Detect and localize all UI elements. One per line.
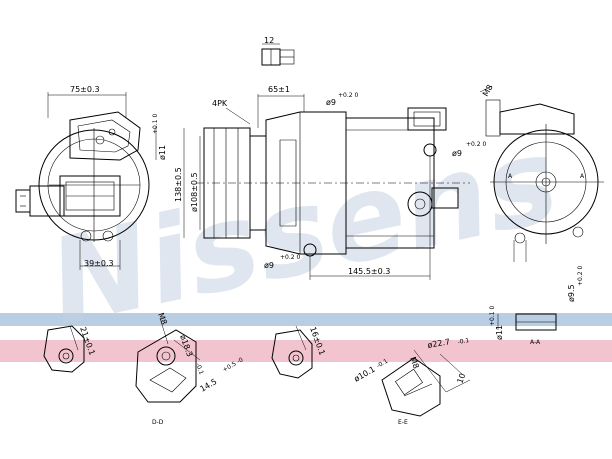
section-label-dd: D-D <box>152 419 164 426</box>
dim-thread-m8-top: M8 <box>481 83 495 98</box>
detail-dim-10-1: ø10.1 <box>353 365 377 384</box>
rear-view-marker-a-right: A <box>580 173 585 180</box>
dim-diam-9-right: ø9 <box>452 149 462 158</box>
dim-height-138: 138±0.5 <box>174 167 183 202</box>
detail-dim-14: 14.5 <box>199 377 219 394</box>
detail-section-ee <box>381 349 471 417</box>
detail-thread-m8-ee: M8 <box>408 356 421 370</box>
dim-plug-width: 12 <box>264 36 274 45</box>
dim-diam-11-aa: ø11 <box>495 325 504 340</box>
plug-detail <box>261 43 295 66</box>
detail-tol-18: -0.1 <box>194 362 205 376</box>
dim-width-65: 65±1 <box>268 85 290 94</box>
center-side-view <box>183 94 470 280</box>
dim-pulley-4pk: 4PK <box>212 99 228 108</box>
dim-tol-9-rear: +0.2 0 <box>577 266 584 286</box>
rear-view-marker-a-left: A <box>508 173 513 180</box>
section-label-ee: E-E <box>398 419 408 426</box>
dim-width-39: 39±0.3 <box>84 259 114 268</box>
right-rear-view: A A <box>479 85 604 262</box>
detail-bracket-21 <box>43 325 85 373</box>
left-front-view <box>15 92 157 270</box>
dim-diam-9-top: ø9 <box>326 98 336 107</box>
dim-tol-9-right: +0.2 0 <box>466 141 486 148</box>
dim-diam-9-rear: ø9.5 <box>567 284 576 302</box>
detail-section-dd <box>135 317 201 403</box>
dim-tol-9-bottom: +0.2 0 <box>280 254 300 261</box>
dim-tol-11-aa: +0.1 0 <box>489 306 496 326</box>
pink-band <box>0 340 612 362</box>
dim-diam-108: ø108±0.5 <box>190 172 199 212</box>
blue-band <box>0 313 612 326</box>
dim-tol-9-top: +0.2 0 <box>338 92 358 99</box>
detail-bracket-16 <box>271 325 313 379</box>
section-aa <box>497 313 557 331</box>
detail-dim-22: ø22.7 <box>427 337 451 350</box>
detail-thread-m8-dd: M8 <box>156 312 169 326</box>
dim-diam-11-left: ø11 <box>158 145 167 160</box>
dim-length-145: 145.5±0.3 <box>348 267 390 276</box>
dim-width-75: 75±0.3 <box>70 85 100 94</box>
section-label-aa: A-A <box>530 339 541 346</box>
dim-tol-11-left: +0.1 0 <box>152 114 159 134</box>
dim-diam-9-bottom: ø9 <box>264 261 274 270</box>
detail-tol-22: -0.1 <box>457 337 470 346</box>
detail-dim-10: 10 <box>455 372 467 385</box>
